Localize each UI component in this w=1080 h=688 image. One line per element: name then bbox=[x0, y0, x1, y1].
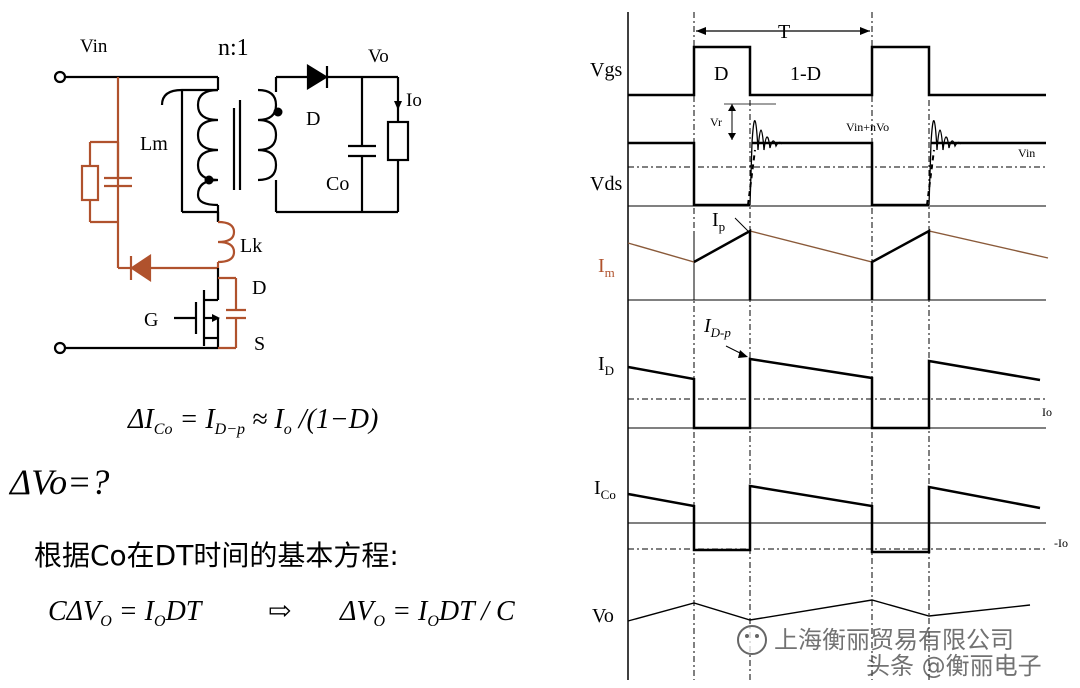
label-s: S bbox=[254, 333, 265, 355]
primary-winding bbox=[196, 88, 219, 207]
secondary-dot bbox=[273, 107, 283, 117]
label-duty-1d: 1-D bbox=[790, 63, 821, 85]
label-ip: Ip bbox=[712, 209, 725, 234]
vin-terminal-top bbox=[53, 70, 67, 84]
label-diode-d: D bbox=[306, 108, 320, 130]
label-idp: ID-p bbox=[703, 315, 731, 340]
vds-waveform bbox=[628, 120, 1046, 207]
clamp-diode bbox=[130, 253, 152, 283]
waveform-panel: T D 1-D Vr Vin+nVo Vin Ip bbox=[590, 12, 1068, 680]
label-lm: Lm bbox=[140, 133, 168, 155]
equations: ΔICo = ID−p ≈ Io /(1−D) ΔVo=? 根据Co在DT时间的… bbox=[8, 404, 515, 630]
label-row-vo: Vo bbox=[592, 605, 614, 627]
label-co: Co bbox=[326, 173, 349, 195]
label-neg-io: -Io bbox=[1054, 536, 1068, 550]
im-waveform bbox=[627, 230, 1049, 263]
lk-inductor bbox=[217, 220, 236, 264]
label-row-id: ID bbox=[598, 353, 614, 378]
label-row-im: Im bbox=[598, 255, 615, 280]
label-vo: Vo bbox=[368, 46, 389, 67]
load-resistor bbox=[386, 120, 410, 162]
label-io: Io bbox=[406, 90, 422, 111]
implies-arrow: ⇨ bbox=[268, 596, 291, 627]
label-period: T bbox=[778, 21, 790, 43]
chinese-description: 根据Co在DT时间的基本方程: bbox=[34, 539, 399, 572]
label-lk: Lk bbox=[240, 235, 262, 257]
label-g: G bbox=[144, 309, 158, 331]
label-row-vgs: Vgs bbox=[590, 59, 622, 81]
watermark-company: 上海衡丽贸易有限公司 bbox=[774, 626, 1014, 654]
equation-cdvo: CΔVO = IODT bbox=[48, 596, 204, 630]
vin-terminal-bottom bbox=[53, 341, 67, 355]
question-delta-vo: ΔVo=? bbox=[8, 462, 109, 502]
clamp-resistor bbox=[80, 164, 100, 202]
vgs-waveform bbox=[628, 45, 1046, 97]
id-waveform bbox=[627, 357, 1041, 430]
label-vr: Vr bbox=[710, 115, 722, 129]
ico-waveform bbox=[627, 484, 1041, 554]
circuit-labels: Vin n:1 Vo Io Lm D Co Lk G D S bbox=[80, 35, 422, 355]
equation-delta-ico: ΔICo = ID−p ≈ Io /(1−D) bbox=[127, 404, 378, 438]
label-id-io: Io bbox=[1042, 405, 1052, 419]
label-ratio: n:1 bbox=[218, 35, 249, 61]
label-vin-nvo: Vin+nVo bbox=[846, 120, 889, 134]
lm-winding bbox=[180, 90, 218, 214]
primary-dot bbox=[204, 175, 214, 185]
label-duty-d: D bbox=[714, 63, 728, 85]
wechat-icon bbox=[737, 625, 767, 655]
label-row-vds: Vds bbox=[590, 173, 622, 195]
label-vin: Vin bbox=[80, 36, 108, 57]
vo-waveform bbox=[627, 599, 1031, 622]
output-diode bbox=[306, 64, 329, 90]
circuit-schematic bbox=[53, 64, 410, 355]
label-drain: D bbox=[252, 277, 266, 299]
secondary-winding bbox=[257, 88, 278, 182]
watermark-handle: 头条 @衡丽电子 bbox=[866, 652, 1042, 680]
label-vds-vin: Vin bbox=[1018, 146, 1035, 160]
label-row-ico: ICo bbox=[594, 477, 616, 502]
equation-dvo: ΔVO = IODT / C bbox=[339, 596, 515, 630]
watermark: 上海衡丽贸易有限公司 头条 @衡丽电子 bbox=[737, 625, 1042, 680]
